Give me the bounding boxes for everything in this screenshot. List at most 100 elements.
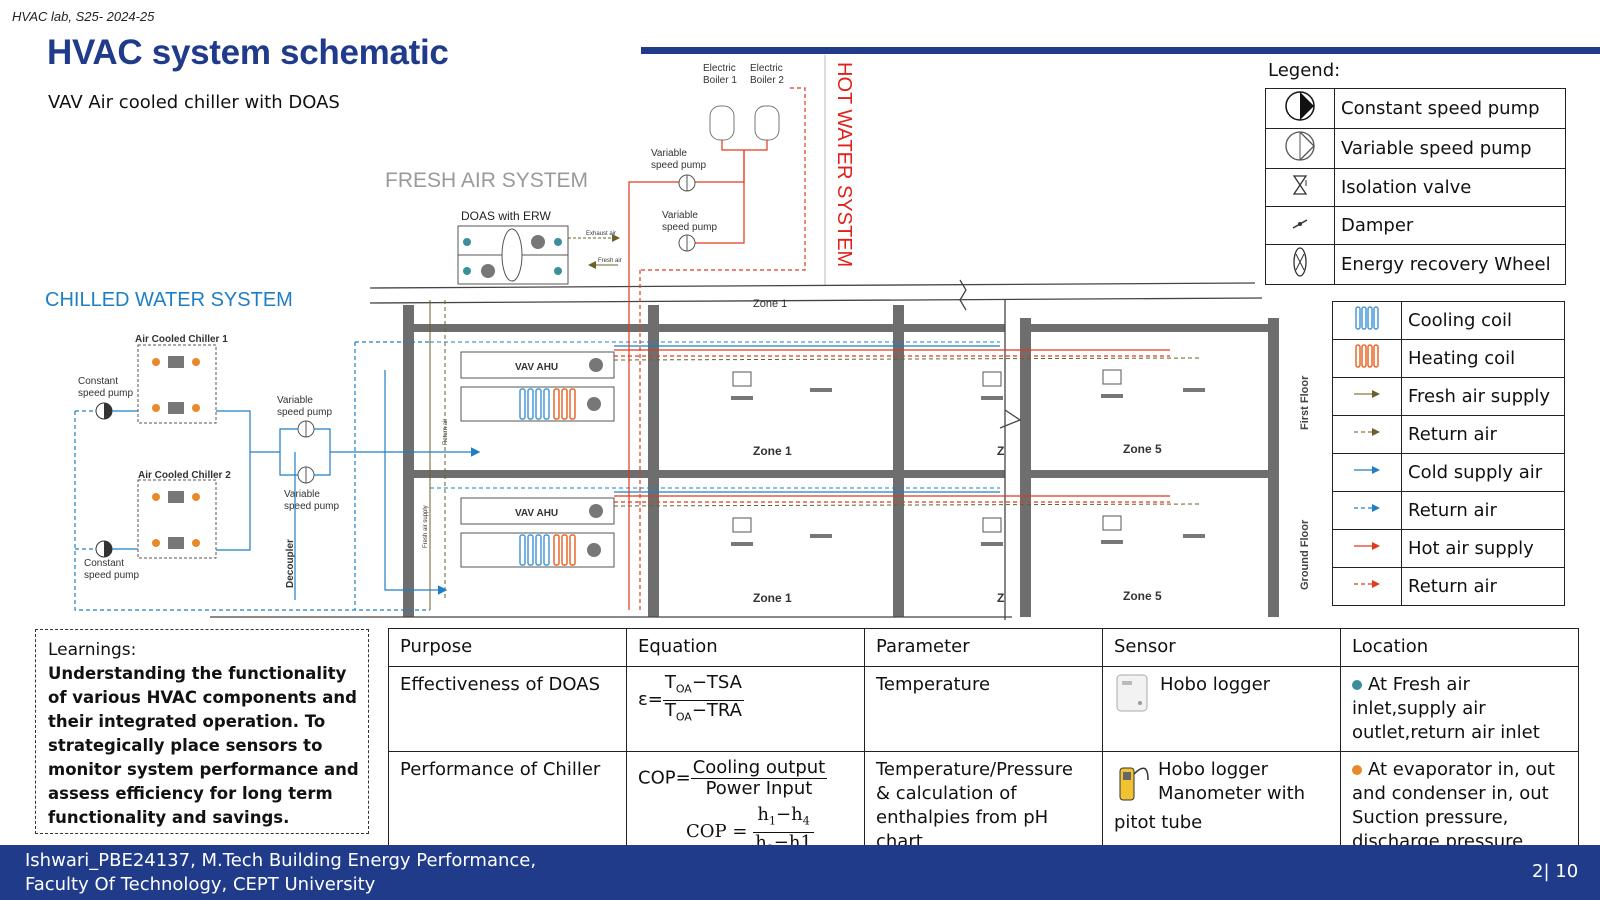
legend-symbol-cell xyxy=(1332,415,1402,454)
heating-coil-icon xyxy=(1355,344,1379,368)
fresh-air-system-label: FRESH AIR SYSTEM xyxy=(385,169,588,192)
air-cooled-chiller-2 xyxy=(137,479,217,559)
chilled-water-system-label: CHILLED WATER SYSTEM xyxy=(45,289,293,311)
row2-sensor-line3: pitot tube xyxy=(1114,812,1203,833)
header-sensor: Sensor xyxy=(1102,628,1341,667)
legend-symbol-cell xyxy=(1332,491,1402,530)
legend-label: Damper xyxy=(1334,206,1566,245)
legend-label: Variable speed pump xyxy=(1334,128,1566,169)
page-title: HVAC system schematic xyxy=(47,33,449,72)
cw-var-pump-2-label-line1: Variable xyxy=(284,489,320,500)
fresh-air-supply-vertical-label: Fresh air supply xyxy=(423,505,429,548)
electric-boiler-1-icon xyxy=(709,105,735,141)
eq2-num-s2: 4 xyxy=(802,814,810,828)
legend-label: Heating coil xyxy=(1401,339,1565,378)
eq1-lhs: COP= xyxy=(638,767,691,789)
hot-water-system-label: HOT WATER SYSTEM xyxy=(833,62,855,267)
damper-icon xyxy=(1292,219,1308,229)
footer-bar xyxy=(0,845,1600,900)
legend-symbol-cell xyxy=(1332,339,1402,378)
cold-supply-air-arrow-icon xyxy=(1354,466,1380,474)
legend-row: Cold supply air xyxy=(1332,453,1565,492)
legend-row: Fresh air supply xyxy=(1332,377,1565,416)
zone1-first-floor-label: Zone 1 xyxy=(753,444,792,458)
legend-symbol-cell xyxy=(1332,529,1402,568)
eq1-num: Cooling output xyxy=(690,757,828,779)
cw-const-pump-1-label-line2: speed pump xyxy=(78,388,133,399)
table-header-row: Purpose Equation Parameter Sensor Locati… xyxy=(388,628,1579,667)
row1-sensor: Hobo logger xyxy=(1102,666,1341,752)
hw-var-pump-1-label-line2: speed pump xyxy=(651,160,706,171)
hot-return-air-arrow-icon xyxy=(1354,580,1380,588)
legend-title: Legend: xyxy=(1268,60,1341,81)
legend-table-2: Cooling coil Heating coil Fresh air supp… xyxy=(1332,301,1565,606)
legend-label: Isolation valve xyxy=(1334,168,1566,207)
return-air-arrow-icon xyxy=(1354,428,1380,436)
erw-wheel-icon xyxy=(501,228,523,282)
eq2-lhs: COP = xyxy=(686,821,748,843)
legend-row: Return air xyxy=(1332,567,1565,606)
cw-const-pump-1-label-line1: Constant xyxy=(78,376,118,387)
zone5-first-floor-label: Zone 5 xyxy=(1123,442,1162,456)
cw-const-pump-2-label-line1: Constant xyxy=(84,558,124,569)
learnings-box: Learnings: Understanding the functionali… xyxy=(35,629,369,834)
legend-symbol-cell xyxy=(1332,567,1402,606)
hw-var-pump-2-label-line1: Variable xyxy=(662,210,698,221)
row1-location-text: At Fresh air inlet,supply air outlet,ret… xyxy=(1352,674,1540,743)
eq-num-rest: −TSA xyxy=(691,672,742,693)
vav-ahu-first-label: VAV AHU xyxy=(515,362,558,373)
zone-top-label: Zone 1 xyxy=(753,298,787,310)
exhaust-air-label: Exhaust air xyxy=(586,231,616,237)
vav-ahu-first-floor xyxy=(460,351,615,379)
row1-location: At Fresh air inlet,supply air outlet,ret… xyxy=(1340,666,1579,752)
doas-label: DOAS with ERW xyxy=(461,209,551,223)
legend-label: Energy recovery Wheel xyxy=(1334,244,1566,285)
hw-var-pump-2-label-line2: speed pump xyxy=(662,222,717,233)
vav-terminal-6 xyxy=(1102,515,1122,531)
course-tag: HVAC lab, S25- 2024-25 xyxy=(12,9,155,24)
learnings-heading: Learnings: xyxy=(48,640,137,660)
header-parameter: Parameter xyxy=(864,628,1103,667)
vav-terminal-1 xyxy=(732,371,752,387)
decoupler-label: Decoupler xyxy=(285,539,296,588)
vav-terminal-5 xyxy=(982,517,1002,533)
header-equation: Equation xyxy=(626,628,865,667)
fresh-air-supply-arrow-icon xyxy=(1354,390,1380,398)
eq-den-rest: −TRA xyxy=(691,699,742,721)
row2-sensor-line1: Hobo logger xyxy=(1158,759,1269,780)
legend-row: Constant speed pump xyxy=(1265,88,1566,129)
legend-row: Cooling coil xyxy=(1332,301,1565,340)
legend-symbol-cell xyxy=(1332,377,1402,416)
manometer-icon xyxy=(1114,758,1150,811)
legend-label: Return air xyxy=(1401,567,1565,606)
eq2-num-s1: 1 xyxy=(769,814,776,828)
air-cooled-chiller-1 xyxy=(137,344,217,424)
legend-label: Constant speed pump xyxy=(1334,88,1566,129)
legend-symbol-cell xyxy=(1332,453,1402,492)
zone5-ground-floor-label: Zone 5 xyxy=(1123,589,1162,603)
boiler2-label-line2: Boiler 2 xyxy=(750,75,784,86)
legend-label: Return air xyxy=(1401,415,1565,454)
zone-z-ground-label: Z xyxy=(997,591,1004,605)
eq-num-sub: OA xyxy=(675,682,692,696)
cooling-coil-icon xyxy=(1355,306,1379,330)
legend-label: Fresh air supply xyxy=(1401,377,1565,416)
boiler1-label-line2: Boiler 1 xyxy=(703,75,737,86)
legend-table-1: Constant speed pump Variable speed pump … xyxy=(1265,88,1566,285)
eq-den-var: T xyxy=(664,699,676,721)
zone-z-first-label: Z xyxy=(997,444,1004,458)
page-number: 2| 10 xyxy=(1532,861,1579,882)
eq-den-sub: OA xyxy=(675,710,692,724)
row2-location-text: At evaporator in, out and condenser in, … xyxy=(1352,759,1555,852)
hobo-logger-icon xyxy=(1114,673,1150,720)
hvac-schematic: FRESH AIR SYSTEM CHILLED WATER SYSTEM HO… xyxy=(45,55,1311,620)
sensor-orange-dot-icon xyxy=(1352,765,1362,775)
legend-symbol-cell xyxy=(1265,88,1335,129)
eq2-den-h: h xyxy=(755,831,767,853)
footer-line2: Faculty Of Technology, CEPT University xyxy=(25,874,376,895)
constant-speed-pump-icon xyxy=(1285,91,1315,121)
isolation-valve-icon xyxy=(1292,175,1308,195)
cw-var-pump-1-label-line2: speed pump xyxy=(277,407,332,418)
